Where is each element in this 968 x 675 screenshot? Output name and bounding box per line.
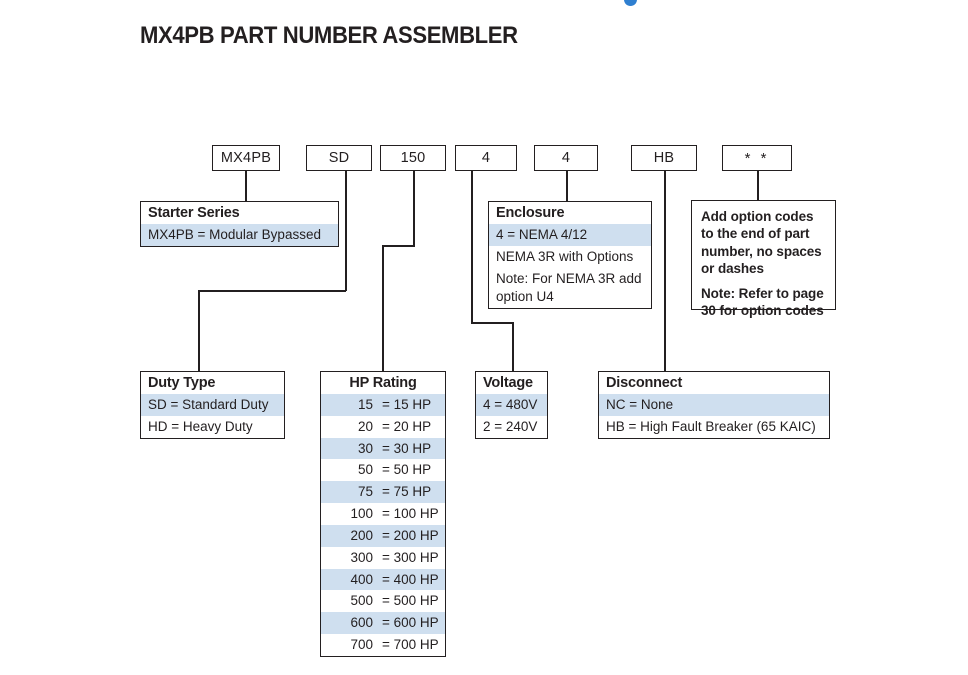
disconnect-row-hb: HB = High Fault Breaker (65 KAIC) [606, 419, 816, 435]
connector-hp-h [382, 245, 415, 247]
option-note-line-1: Add option codes [701, 209, 814, 224]
hp-rating-row: 20 = 20 HP [321, 416, 445, 438]
hp-rating-row: 600 = 600 HP [321, 612, 445, 634]
voltage-table: Voltage 4 = 480V 2 = 240V [475, 371, 548, 440]
hp-desc: = 15 HP [382, 397, 432, 412]
hp-code: 300 [350, 549, 373, 565]
disconnect-header: Disconnect [599, 372, 829, 394]
hp-rating-row: 75 = 75 HP [321, 481, 445, 504]
duty-type-row-sd: SD = Standard Duty [141, 394, 284, 417]
hp-code: 600 [350, 615, 373, 631]
option-code-note: Add option codes to the end of part numb… [691, 200, 836, 318]
hp-code: 50 [357, 462, 373, 478]
voltage-row-240: 2 = 240V [483, 419, 538, 435]
hp-rating-row: 30 = 30 HP [321, 437, 445, 460]
option-note-line-3: number, no spaces [701, 243, 822, 259]
hp-desc: = 600 HP [382, 615, 439, 631]
option-note-line-2: to the end of part [701, 226, 810, 242]
hp-rating-row: 200 = 200 HP [321, 524, 445, 547]
hp-desc: = 100 HP [382, 506, 439, 522]
part-box-options-value: * * [744, 149, 770, 167]
hp-rating-row: 500 = 500 HP [321, 590, 445, 612]
hp-rating-row: 50 = 50 HP [321, 459, 445, 481]
connector-voltage-v1 [471, 171, 473, 323]
hp-rating-row: 100 = 100 HP [321, 503, 445, 525]
enclosure-header: Enclosure [489, 202, 651, 224]
part-box-duty-value: SD [328, 150, 350, 166]
part-box-enclosure-value: 4 [561, 150, 571, 166]
starter-series-table: Starter Series MX4PB = Modular Bypassed [140, 201, 339, 248]
part-box-hp-value: 150 [400, 150, 426, 166]
hp-desc: = 500 HP [382, 593, 439, 609]
option-note-ref-line-2: 30 for option codes [701, 303, 824, 319]
hp-desc: = 300 HP [382, 549, 439, 565]
connector-hp-v1 [413, 171, 415, 246]
starter-series-header: Starter Series [141, 202, 338, 224]
connector-disconnect [664, 171, 666, 371]
voltage-header: Voltage [476, 372, 547, 394]
hp-desc: = 400 HP [382, 571, 439, 587]
hp-desc: = 75 HP [382, 484, 432, 500]
enclosure-row-nema3r: NEMA 3R with Options [496, 249, 634, 265]
hp-code: 200 [350, 527, 373, 543]
enclosure-row-nema412: 4 = NEMA 4/12 [489, 224, 651, 247]
duty-type-table: Duty Type SD = Standard Duty HD = Heavy … [140, 371, 285, 440]
connector-series [245, 171, 247, 201]
hp-rating-row: 300 = 300 HP [321, 547, 445, 569]
duty-type-header: Duty Type [141, 372, 284, 394]
connector-duty-v2 [198, 290, 200, 371]
hp-rating-row: 400 = 400 HP [321, 568, 445, 591]
hp-rating-row: 15 = 15 HP [321, 394, 445, 416]
part-box-series-value: MX4PB [220, 150, 272, 166]
connector-hp-v2 [382, 245, 384, 371]
partial-blue-glyph [624, 0, 637, 6]
hp-desc: = 200 HP [382, 527, 439, 543]
enclosure-row-note: Note: For NEMA 3R add option U4 [496, 271, 642, 305]
page-title: MX4PB PART NUMBER ASSEMBLER [140, 22, 518, 49]
hp-rating-header: HP Rating [321, 372, 445, 394]
starter-series-row: MX4PB = Modular Bypassed [141, 224, 338, 247]
hp-code: 20 [357, 418, 373, 434]
part-box-voltage-value: 4 [481, 150, 491, 166]
connector-duty-v1 [345, 171, 347, 291]
part-box-hp[interactable]: 150 [380, 145, 446, 171]
voltage-row-480: 4 = 480V [476, 394, 547, 417]
hp-code: 700 [350, 636, 373, 652]
connector-enclosure [566, 171, 568, 201]
connector-voltage-h [471, 322, 513, 324]
hp-code: 100 [350, 506, 373, 522]
part-box-duty[interactable]: SD [306, 145, 372, 171]
option-note-line-4: or dashes [701, 260, 764, 276]
hp-desc: = 20 HP [382, 418, 432, 434]
disconnect-row-nc: NC = None [599, 394, 829, 417]
hp-desc: = 50 HP [382, 462, 432, 478]
hp-code: 30 [357, 440, 373, 456]
connector-voltage-v2 [512, 322, 514, 371]
part-box-enclosure[interactable]: 4 [534, 145, 598, 171]
disconnect-table: Disconnect NC = None HB = High Fault Bre… [598, 371, 830, 440]
option-note-ref-line-1: Note: Refer to page [701, 286, 824, 302]
duty-type-row-hd: HD = Heavy Duty [148, 419, 253, 435]
hp-code: 400 [350, 571, 373, 587]
hp-code: 500 [350, 593, 373, 609]
connector-options [757, 171, 759, 200]
hp-code: 75 [357, 484, 373, 500]
connector-duty-h [198, 290, 346, 292]
part-box-options[interactable]: * * [722, 145, 792, 171]
hp-code: 15 [357, 397, 373, 412]
part-box-disconnect[interactable]: HB [631, 145, 697, 171]
hp-desc: = 30 HP [382, 440, 432, 456]
part-box-voltage[interactable]: 4 [455, 145, 517, 171]
enclosure-table: Enclosure 4 = NEMA 4/12 NEMA 3R with Opt… [488, 201, 652, 310]
hp-desc: = 700 HP [382, 636, 439, 652]
hp-rating-table: HP Rating 15 = 15 HP 20 = 20 HP 30 = 30 … [320, 371, 446, 657]
part-box-disconnect-value: HB [653, 150, 675, 166]
hp-rating-row: 700 = 700 HP [321, 634, 445, 656]
part-box-series[interactable]: MX4PB [212, 145, 280, 171]
